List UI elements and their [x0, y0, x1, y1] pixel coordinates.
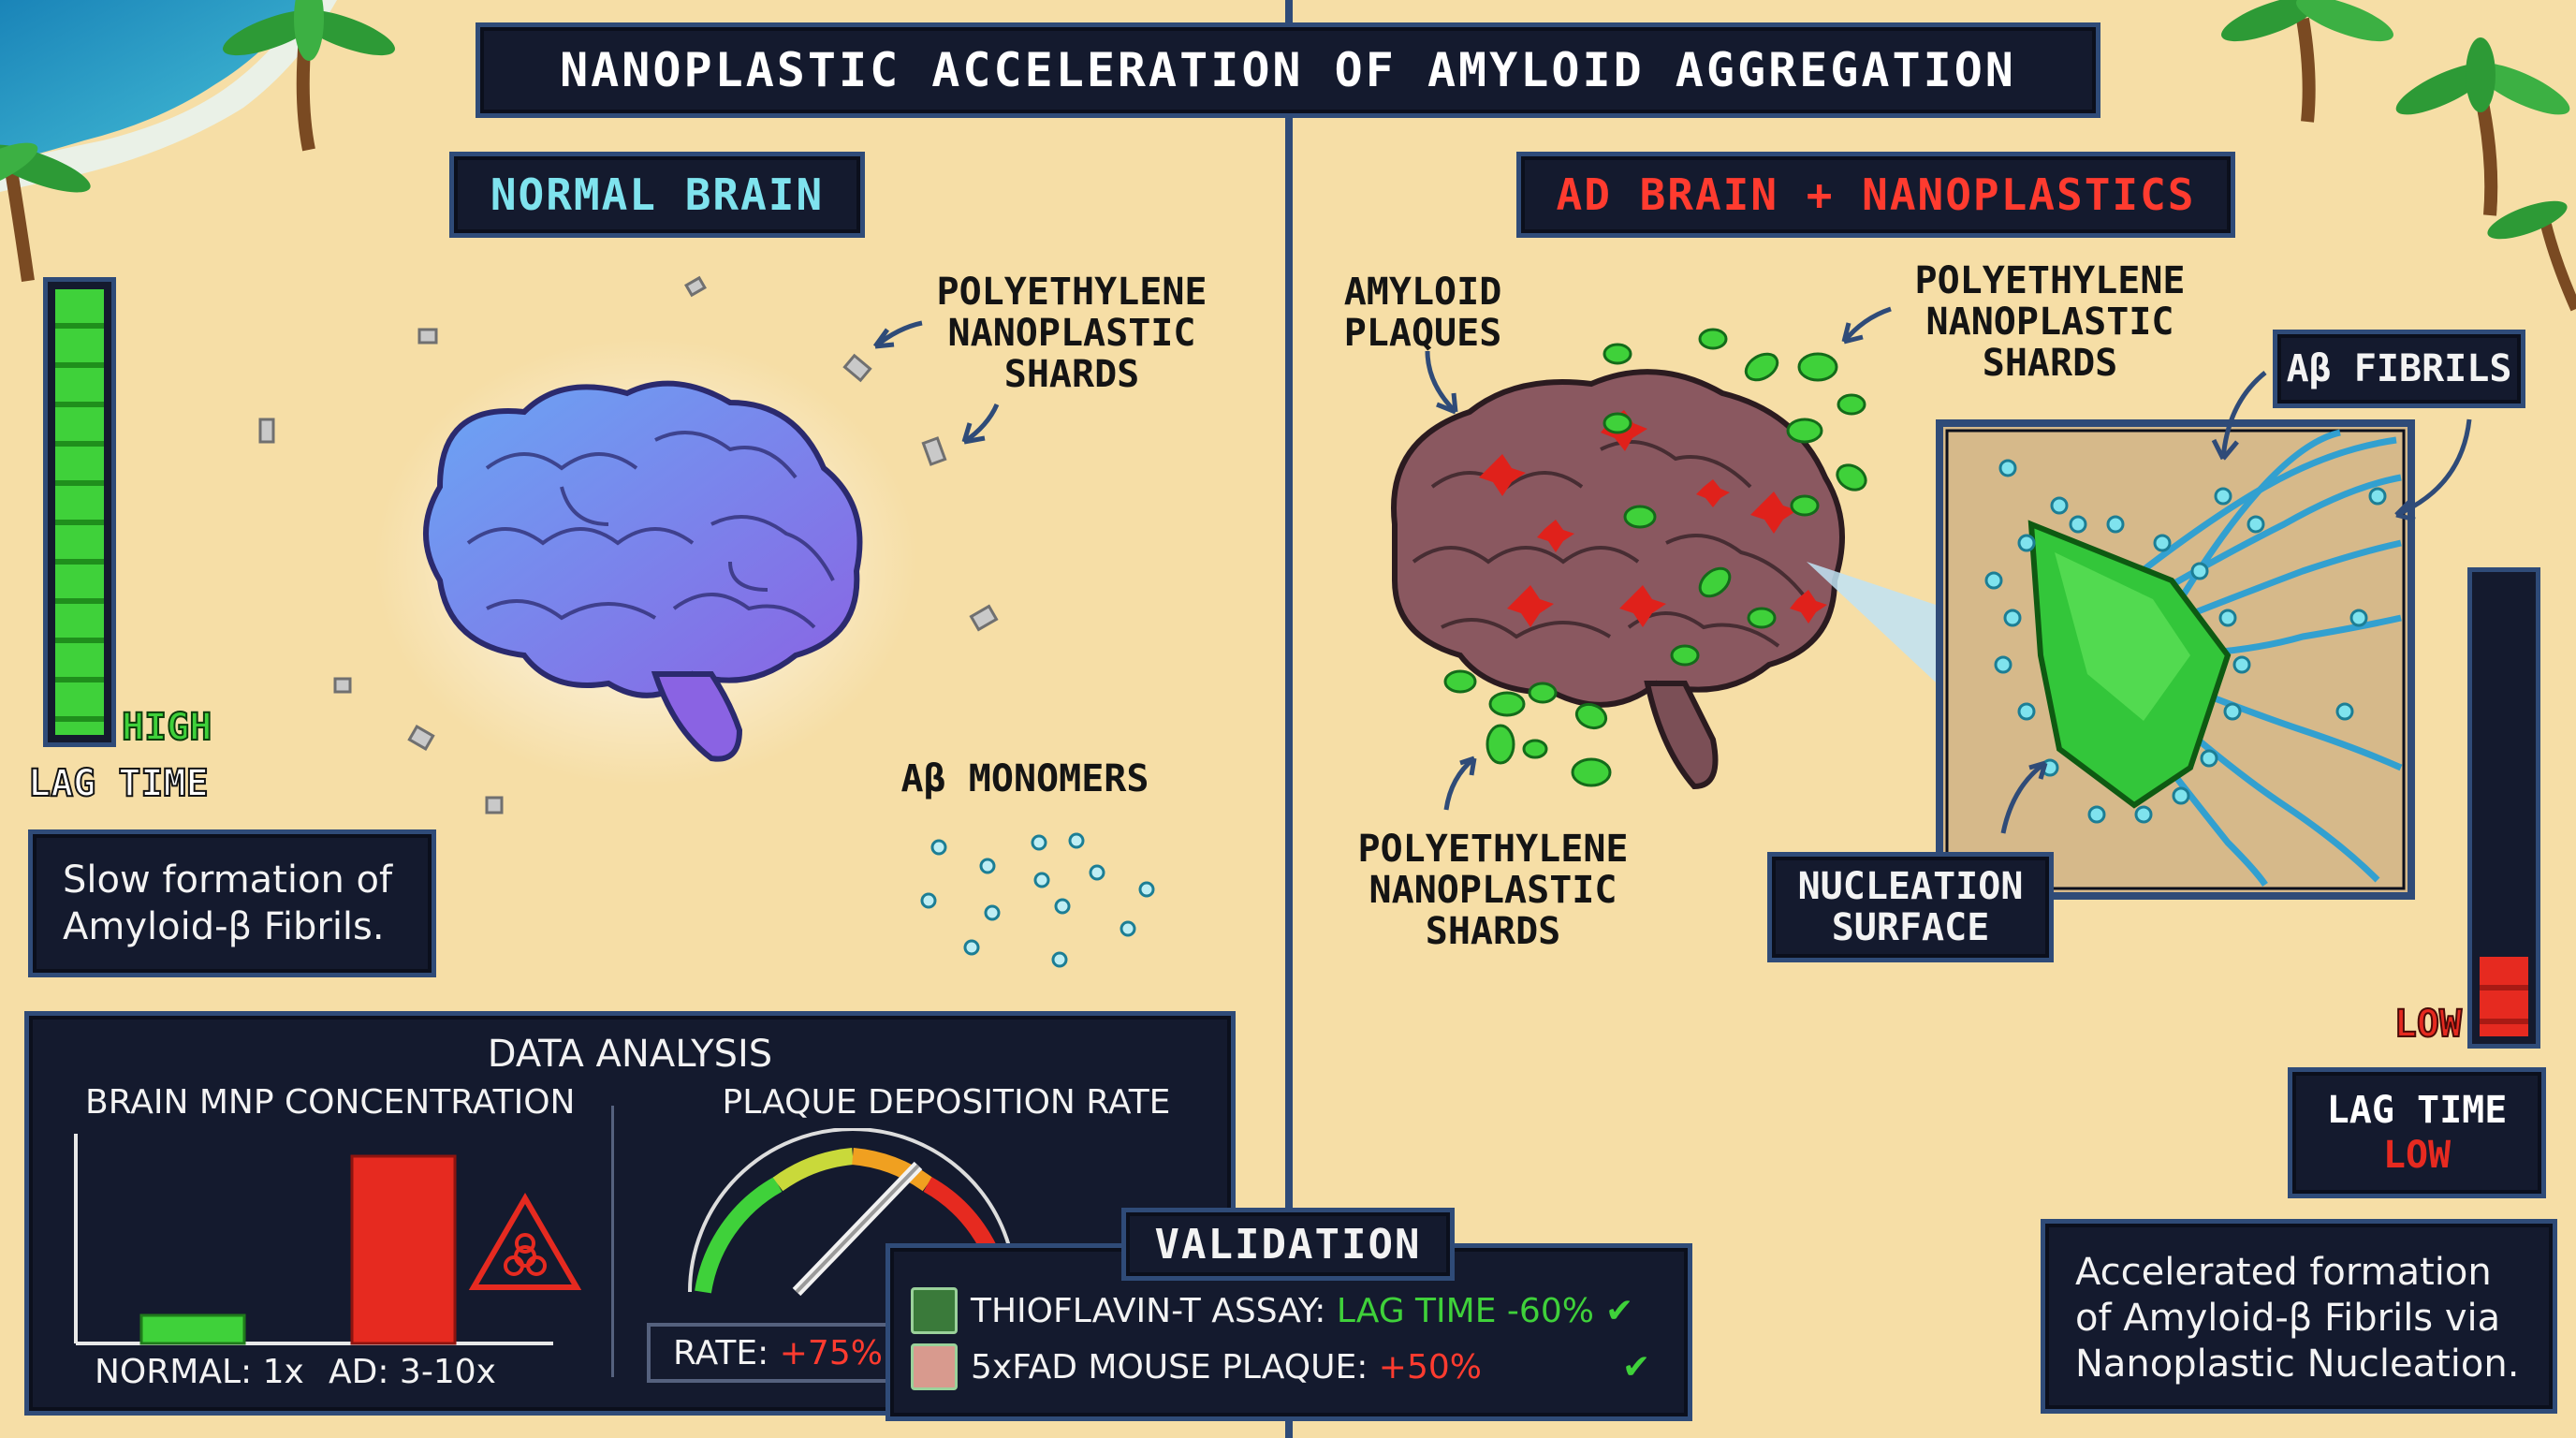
lag-time-caption: LAG TIME	[27, 762, 210, 805]
abeta-monomers	[920, 832, 1155, 968]
lag-time-meter-high-fill	[55, 289, 104, 735]
right-shards-label-line: SHARDS	[1425, 910, 1561, 953]
normal-brain-illustration	[374, 337, 917, 786]
validation-row-1: THIOFLAVIN-T ASSAY: LAG TIME -60% ✔	[911, 1287, 1633, 1334]
right-shards-label-line: SHARDS	[1982, 342, 2118, 385]
lag-time-meter-low-fill	[2480, 957, 2528, 1036]
amyloid-plaques-label-line: AMYLOID	[1343, 271, 1502, 314]
abeta-fibrils-label: Aβ FIBRILS	[2286, 347, 2512, 390]
amyloid-plaques-label-line: PLAQUES	[1343, 312, 1502, 355]
normal-brain-heading-text: NORMAL BRAIN	[490, 169, 825, 220]
left-shards-label-line: POLYETHYLENE	[936, 271, 1208, 314]
page-title: NANOPLASTIC ACCELERATION OF AMYLOID AGGR…	[560, 43, 2016, 97]
rate-value: +75%	[779, 1333, 883, 1372]
title-banner: NANOPLASTIC ACCELERATION OF AMYLOID AGGR…	[476, 22, 2100, 118]
meter-high-label: HIGH	[121, 706, 212, 749]
bar-normal	[139, 1313, 246, 1345]
data-analysis-heading: DATA ANALYSIS	[487, 1033, 773, 1076]
mnp-bar-chart	[74, 1134, 582, 1345]
left-shards-label-line: SHARDS	[1003, 353, 1140, 396]
right-shards-label-line: POLYETHYLENE	[1914, 259, 2186, 302]
gauge-title: PLAQUE DEPOSITION RATE	[722, 1083, 1171, 1122]
microscope-icon	[911, 1287, 958, 1334]
nucleation-surface-box: NUCLEATION SURFACE	[1767, 852, 2054, 962]
left-shards-label-line: NANOPLASTIC	[947, 312, 1196, 355]
panel-divider	[611, 1106, 614, 1377]
palm-tree-icon	[0, 142, 91, 282]
checkmark-icon: ✔	[1604, 1291, 1634, 1330]
ad-concentration-label: AD: 3-10x	[329, 1353, 496, 1391]
monomers-label: Aβ MONOMERS	[900, 757, 1149, 800]
validation-row-2: 5xFAD MOUSE PLAQUE: +50% ✔	[911, 1343, 1650, 1390]
right-shards-label-line: NANOPLASTIC	[1925, 301, 2174, 344]
right-shards-label-line: POLYETHYLENE	[1357, 828, 1629, 871]
arrow-icon	[1425, 306, 2472, 834]
normal-summary-line: Amyloid-β Fibrils.	[63, 905, 385, 948]
amyloid-plaques-label: AMYLOID PLAQUES	[1310, 271, 1535, 354]
lag-time-low-title: LAG TIME	[2326, 1089, 2508, 1132]
rate-readout: RATE: +75%	[647, 1323, 909, 1383]
right-shards-label-bottom: POLYETHYLENE NANOPLASTIC SHARDS	[1320, 829, 1666, 952]
nucleation-surface-line: SURFACE	[1831, 906, 1990, 949]
left-shards-label: POLYETHYLENE NANOPLASTIC SHARDS	[899, 271, 1245, 395]
bar-chart-title: BRAIN MNP CONCENTRATION	[85, 1083, 576, 1122]
palm-tree-icon	[2221, 0, 2393, 123]
ad-summary-line: Nanoplastic Nucleation.	[2075, 1342, 2520, 1386]
mouse-icon	[911, 1343, 958, 1390]
normal-summary-line: Slow formation of	[63, 858, 393, 902]
zoom-callout	[1807, 562, 1947, 693]
lag-time-meter-high	[43, 277, 116, 747]
ad-summary-box: Accelerated formation of Amyloid-β Fibri…	[2041, 1219, 2557, 1414]
validation-heading: VALIDATION	[1154, 1220, 1422, 1269]
checkmark-icon: ✔	[1621, 1347, 1651, 1387]
palm-tree-icon	[2487, 200, 2576, 312]
normal-summary-box: Slow formation of Amyloid-β Fibrils.	[28, 829, 436, 977]
nucleation-inset	[1936, 419, 2415, 900]
biohazard-icon	[468, 1193, 582, 1290]
rate-label: RATE:	[673, 1333, 769, 1372]
palm-tree-icon	[223, 0, 395, 152]
lag-time-meter-low	[2467, 567, 2540, 1049]
ad-summary-line: of Amyloid-β Fibrils via	[2075, 1296, 2501, 1340]
ad-summary-line: Accelerated formation	[2075, 1251, 2492, 1294]
validation-mouse-name: 5xFAD MOUSE PLAQUE:	[971, 1347, 1368, 1387]
validation-assay-value: LAG TIME -60%	[1336, 1291, 1594, 1330]
validation-assay-name: THIOFLAVIN-T ASSAY:	[971, 1291, 1326, 1330]
palm-tree-icon	[2395, 37, 2570, 216]
lag-time-low-box: LAG TIME LOW	[2288, 1067, 2546, 1198]
bar-ad	[350, 1154, 457, 1345]
abeta-fibrils-label-box: Aβ FIBRILS	[2273, 330, 2525, 408]
normal-concentration-label: NORMAL: 1x	[95, 1353, 304, 1391]
ad-brain-heading: AD BRAIN + NANOPLASTICS	[1516, 152, 2235, 238]
meter-low-label: LOW	[2393, 1003, 2463, 1046]
right-shards-label-top: POLYETHYLENE NANOPLASTIC SHARDS	[1881, 260, 2218, 384]
normal-brain-heading: NORMAL BRAIN	[449, 152, 865, 238]
nanoplastic-shards-left	[258, 275, 999, 814]
right-shards-label-line: NANOPLASTIC	[1368, 869, 1617, 912]
ad-brain-illustration	[1391, 369, 1845, 790]
nanoplastic-shards-right	[1443, 328, 1867, 787]
arrow-icon	[872, 320, 1000, 445]
data-analysis-panel: DATA ANALYSIS BRAIN MNP CONCENTRATION PL…	[24, 1011, 1236, 1416]
nucleation-surface-line: NUCLEATION	[1797, 865, 2024, 908]
ad-brain-heading-text: AD BRAIN + NANOPLASTICS	[1556, 169, 2196, 220]
validation-heading-box: VALIDATION	[1121, 1208, 1455, 1281]
lag-time-low-value: LOW	[2382, 1134, 2452, 1177]
validation-mouse-value: +50%	[1378, 1347, 1482, 1387]
